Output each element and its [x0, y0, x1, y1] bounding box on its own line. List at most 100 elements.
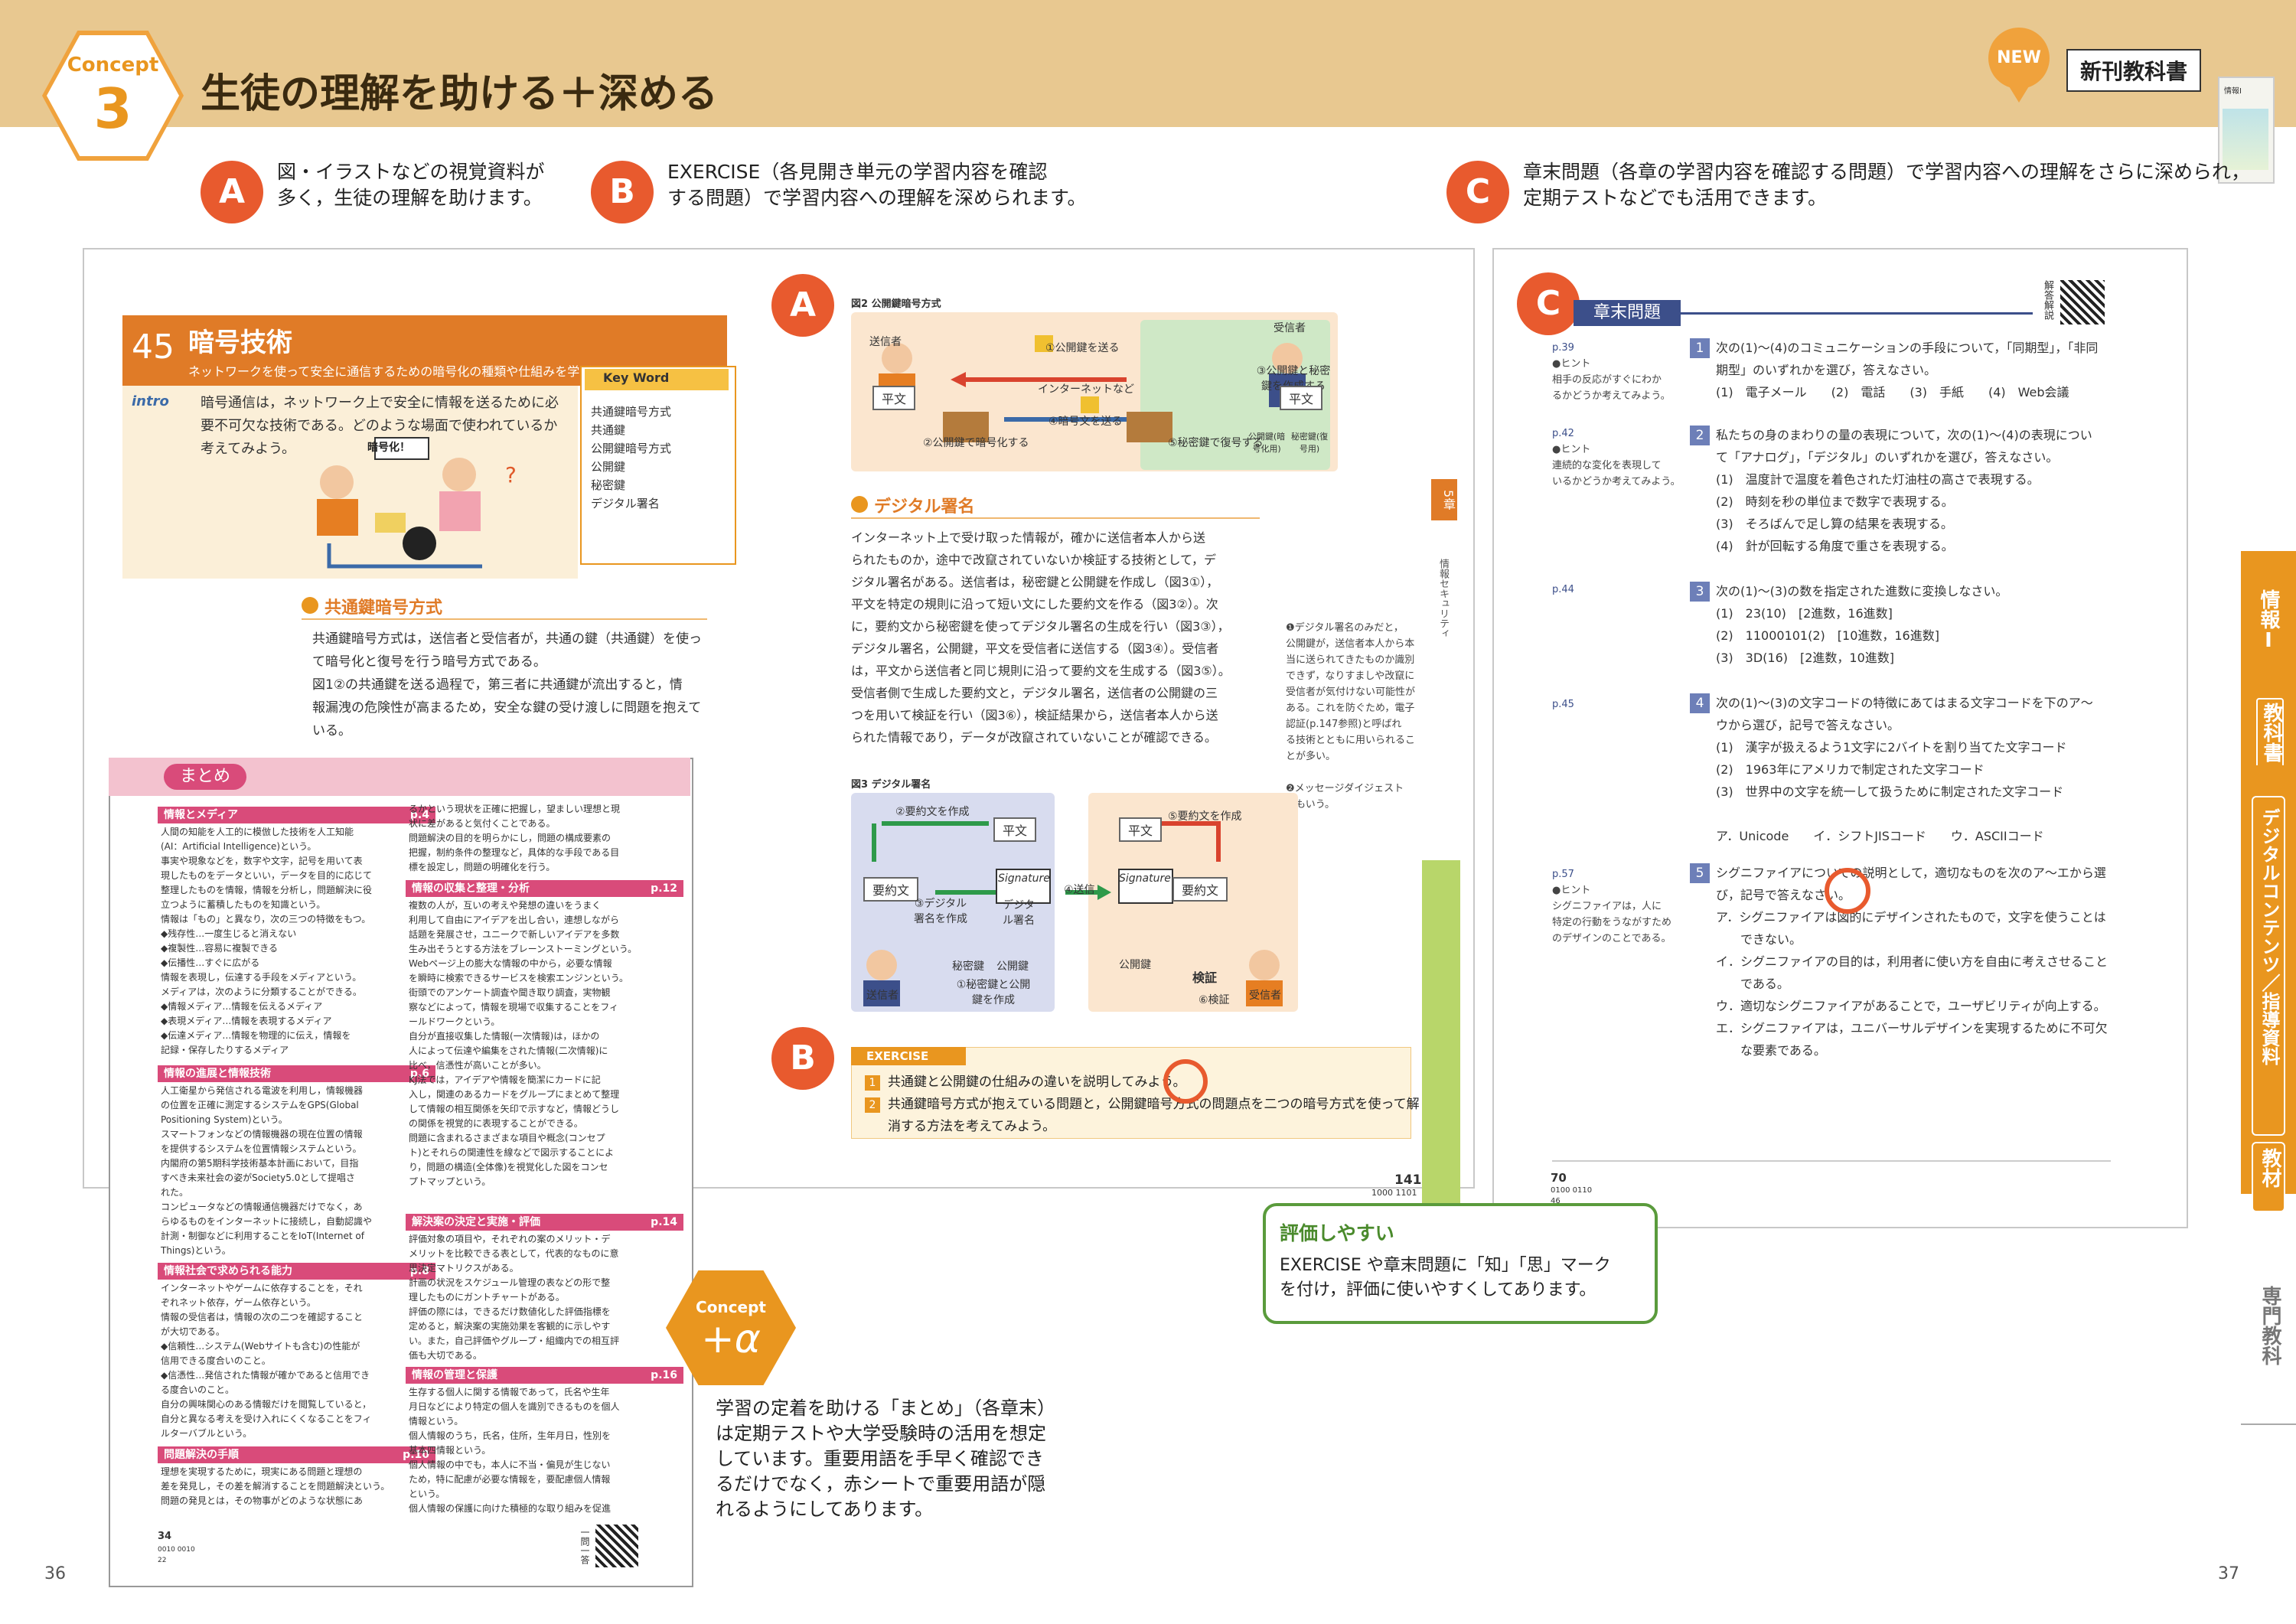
matome-line: ト)とそれらの関連性を線などで図示することによ: [409, 1147, 615, 1158]
text-line: つを用いて検証を行い（図3⑥），検証結果から，送信者本人から送: [851, 708, 1218, 722]
matome-line: 生み出そうとする方法をブレーンストーミングという。: [409, 944, 638, 954]
side-nav-item-kyozai[interactable]: 教材: [2258, 1148, 2281, 1188]
figure-2-sender: 送信者: [869, 336, 902, 348]
matome-line: 差を発見し，その差を解消することを問題解決という。: [161, 1481, 390, 1492]
matome-line: インターネットやゲームに依存することを，それ: [161, 1283, 363, 1293]
question-line: て「アナログ」，「デジタル」のいずれかを選び，答えなさい。: [1716, 450, 2059, 465]
chapter-test-rule: [1681, 312, 2033, 315]
figure-2-pubkey: 公開鍵(暗号化用): [1247, 432, 1286, 454]
side-nav-item-jouhou1[interactable]: 情報Ⅰ: [2257, 589, 2280, 652]
question-line: (1) 温度計で温度を着色された灯油柱の高さで表現する。: [1716, 472, 2040, 487]
text-line: られた情報であり，データが改竄されていないことが確認できる。: [851, 730, 1217, 745]
question-3: 次の(1)～(3)の数を指定された進数に変換しなさい。(1) 23(10) [2…: [1716, 580, 2206, 669]
matome-section-title: 情報の進展と情報技術: [164, 1068, 271, 1080]
hint-label: ●ヒント: [1552, 444, 1591, 455]
point-a-text: 図・イラストなどの視覚資料が 多く，生徒の理解を助けます。: [277, 161, 545, 209]
matome-line: 状に差があると気付くことである。: [409, 818, 556, 829]
text-line: デジタル署名，公開鍵，平文を受信者に送信する（図3④）。受信者: [851, 641, 1219, 656]
section-3-marker: [851, 496, 868, 513]
matome-line: 問題に含まれるさまざまな項目や概念(コンセプ: [409, 1133, 605, 1143]
side-nav-digital-bg: [2241, 765, 2296, 1194]
text-line: は，平文から送信者と同じ規則に沿って要約文を生成する（図3⑤）。: [851, 664, 1231, 678]
matome-line: 自分と異なる考えを受け入れにくくなることをフィ: [161, 1414, 372, 1424]
figure-3-send: ④送信: [1064, 884, 1095, 896]
matome-line: 整理したものを情報，情報を分析し，問題解決に役: [161, 885, 373, 895]
text-line: 受信者側で生成した要約文と，デジタル署名，送信者の公開鍵の三: [851, 686, 1218, 700]
question-line: 次の(1)～(3)の文字コードの特徴にあてはまる文字コードを下のア～: [1716, 696, 2093, 710]
new-book-label: 新刊教科書: [2066, 49, 2202, 92]
matome-line: 問題の発見とは，その物事がどのような状態にあ: [161, 1495, 364, 1506]
figure-3-signature-left: Signature: [998, 872, 1050, 885]
matome-qr-caption: 一問一答: [579, 1528, 590, 1564]
matome-line: ぞれネット依存，ゲーム依存という。: [161, 1297, 316, 1308]
svg-text:?: ?: [505, 462, 517, 488]
question-line: (2) 11000101(2) [10進数，16進数]: [1716, 628, 1939, 643]
hint-ref: p.42: [1552, 428, 1574, 439]
matome-section-title: 問題解決の手順: [164, 1449, 239, 1461]
new-badge: NEW: [1988, 28, 2050, 89]
figure-3-sender: 送信者: [866, 990, 899, 1002]
matome-right-text-4: 生存する個人に関する情報であって，氏名や生年月日などにより特定の個人を識別できる…: [409, 1385, 677, 1516]
matome-line: 計画の状況をスケジュール管理の表などの形で整: [409, 1277, 611, 1288]
side-nav-item-senmon[interactable]: 専門教科: [2258, 1286, 2281, 1365]
question-4: 次の(1)～(3)の文字コードの特徴にあてはまる文字コードを下のア～ウから選び，…: [1716, 692, 2206, 847]
question-2: 私たちの身のまわりの量の表現について，次の(1)～(4)の表現について「アナログ…: [1716, 424, 2206, 557]
section-1-title: 共通鍵暗号方式: [325, 598, 443, 618]
matome-line: 複数の人が，互いの考えや発想の違いをうまく: [409, 900, 602, 911]
side-nav-item-digital[interactable]: デジタルコンテンツ／指導資料: [2258, 808, 2280, 1065]
evaluation-callout-text: EXERCISE や章末問題に「知」「思」マーク を付け，評価に使いやすくしてあ…: [1280, 1256, 1611, 1300]
matome-line: が大切である。: [161, 1326, 225, 1337]
figure-2-internet: インターネットなど: [1038, 383, 1134, 396]
text-line: 図1②の共通鍵を送る過程で，第三者に共通鍵が流出すると，情: [312, 677, 683, 693]
side-nav-item-kyokasho[interactable]: 教科書: [2260, 703, 2283, 762]
matome-line: 個人情報の中でも，本人に不当・偏見が生じない: [409, 1459, 611, 1470]
hint-label: ●ヒント: [1552, 885, 1591, 896]
matome-line: 生存する個人に関する情報であって，氏名や生年: [409, 1387, 610, 1397]
matome-line: ◆信憑性…発信された情報が確かであると信用でき: [161, 1370, 370, 1381]
matome-section-ref: p.12: [651, 882, 677, 895]
matome-line: ◆信頼性…システム(Webサイトも含む)の性能が: [161, 1341, 360, 1352]
figure-2-step-4: ④暗号文を送る: [1049, 416, 1123, 428]
matome-line: Things)という。: [161, 1245, 231, 1256]
matome-title: まとめ: [164, 764, 246, 790]
question-line: (2) 1963年にアメリカで制定された文字コード: [1716, 762, 1985, 777]
figure-3-summary-create-receiver: ⑤要約文を作成: [1168, 810, 1242, 823]
matome-line: 立つように蓄積したものを知識という。: [161, 899, 326, 910]
question-line: 私たちの身のまわりの量の表現について，次の(1)～(4)の表現につい: [1716, 428, 2092, 442]
keyword-box: [580, 366, 736, 565]
question-1: 次の(1)～(4)のコミュニケーションの手段について，「同期型」，「非同期型」の…: [1716, 337, 2206, 403]
hint-3: p.44: [1552, 582, 1682, 598]
matome-qr-code: [595, 1525, 638, 1567]
matome-line: 人間の知能を人工的に模倣した技術を人工知能: [161, 827, 354, 837]
exercise-number: 2: [865, 1097, 880, 1113]
chapter-test-sample: [1492, 248, 2188, 1228]
matome-line: 入し，関連のあるカードをグループにまとめて整理: [409, 1089, 620, 1100]
matome-line: ◆情報メディア…情報を伝えるメディア: [161, 1001, 323, 1012]
chapter-test-title: 章末問題: [1574, 300, 1681, 326]
matome-line: という。: [409, 1489, 445, 1499]
matome-line: り，問題の構造(全体像)を視覚化した図をコンセ: [409, 1162, 608, 1172]
note-line: 当に送られてきたものか識別: [1286, 654, 1415, 666]
matome-line: 価も大切である。: [409, 1350, 482, 1361]
matome-line: 理したものにガントチャートがある。: [409, 1292, 565, 1303]
matome-line: 評価対象の項目や，それぞれの案のメリット・デ: [409, 1234, 611, 1244]
hint-1: p.39●ヒント相手の反応がすぐにわか るかどうか考えてみよう。: [1552, 340, 1682, 404]
matome-section-title: 情報とメディア: [164, 809, 239, 821]
matome-section-title: 情報の収集と整理・分析: [412, 882, 530, 895]
figure-2-step-5: ⑤秘密鍵で復号する: [1168, 437, 1264, 449]
intro-label: intro: [132, 393, 169, 409]
matome-left-text-2: 人工衛星から発信される電波を利用し，情報機器の位置を正確に測定するシステムをGP…: [161, 1084, 429, 1258]
figure-3-verify: 検証: [1192, 970, 1218, 985]
matome-page-number: 34: [158, 1531, 172, 1542]
hint-5: p.57●ヒントシグニファイアは，人に 特定の行動をうながすため のデザインのこ…: [1552, 866, 1682, 947]
question-line: ア．Unicode イ．シフトJISコード ウ．ASCIIコード: [1716, 829, 2044, 843]
book-cover-thumbnail: 情報Ⅰ: [2218, 77, 2275, 184]
matome-line: の位置を正確に測定するシステムをGPS(Global: [161, 1100, 359, 1110]
question-line: ウ．適切なシグニファイアがあることで，ユーザビリティが向上する。: [1716, 999, 2106, 1013]
keyword-item: デジタル署名: [591, 497, 660, 510]
matome-line: を提供するシステムを位置情報システムという。: [161, 1143, 362, 1154]
matome-line: 情報という。: [409, 1416, 464, 1427]
matome-line: して情報の相互関係を矢印で示すなど，情報どうし: [409, 1104, 620, 1114]
figure-3-drawing: [863, 821, 1283, 1006]
